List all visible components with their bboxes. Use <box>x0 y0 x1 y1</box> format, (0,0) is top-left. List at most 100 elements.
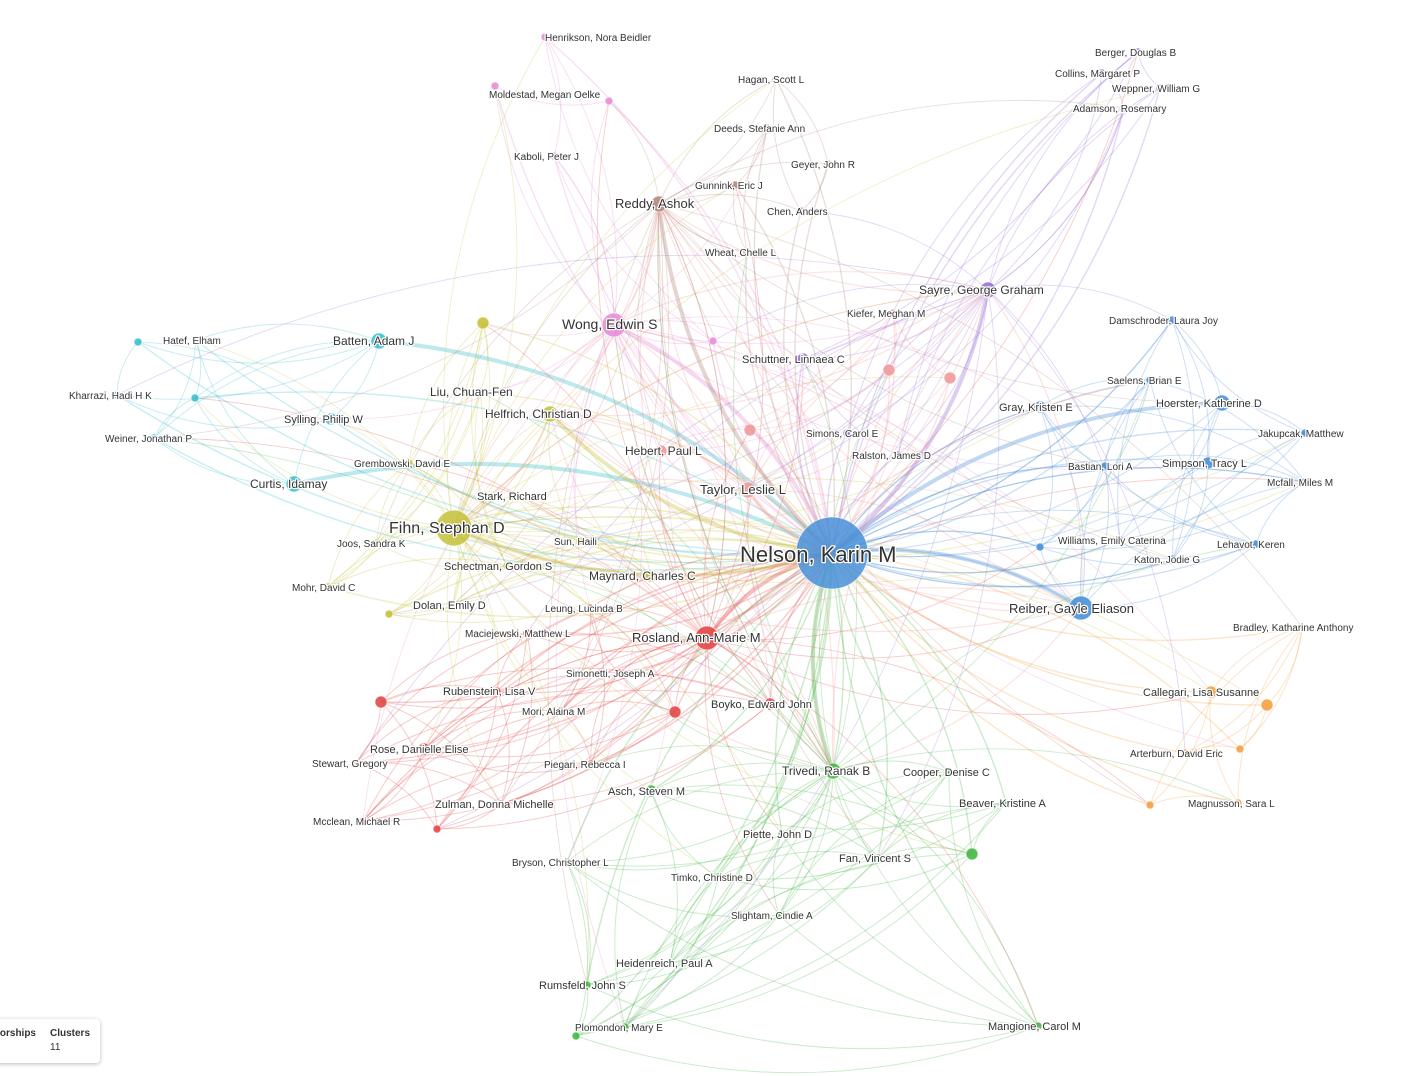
author-node-rose[interactable] <box>417 742 431 756</box>
author-label-heidenreich[interactable]: Heidenreich, Paul A <box>615 957 715 972</box>
author-label-damschroder[interactable]: Damschroder, Laura Joy <box>1108 315 1219 329</box>
author-label-gunnink[interactable]: Gunnink, Eric J <box>694 180 764 194</box>
author-node-orange_u2[interactable] <box>1145 800 1155 810</box>
author-node-timko[interactable] <box>713 872 723 882</box>
author-label-rumsfeld[interactable]: Rumsfeld, John S <box>538 979 627 994</box>
author-label-geyer[interactable]: Geyer, John R <box>790 159 856 173</box>
author-node-schuttner[interactable] <box>796 352 810 366</box>
author-node-trivedi[interactable] <box>824 762 842 780</box>
author-node-salmon_u2[interactable] <box>943 371 957 385</box>
author-node-leung[interactable] <box>585 603 595 613</box>
author-node-stark[interactable] <box>510 491 520 501</box>
author-label-jakupcak[interactable]: Jakupcak, Matthew <box>1257 428 1346 442</box>
author-node-fan[interactable] <box>873 853 883 863</box>
author-label-simons[interactable]: Simons, Carol E <box>805 428 880 442</box>
author-node-cyan_u2[interactable] <box>190 393 200 403</box>
author-label-schectman[interactable]: Schectman, Gordon S <box>443 560 554 575</box>
author-node-damschroder[interactable] <box>1167 315 1177 325</box>
author-label-stark[interactable]: Stark, Richard <box>476 490 548 505</box>
author-label-collins[interactable]: Collins, Margaret P <box>1054 68 1142 82</box>
author-label-hatef[interactable]: Hatef, Elham <box>162 335 222 349</box>
author-label-maynard[interactable]: Maynard, Charles C <box>588 568 698 585</box>
author-label-adamson[interactable]: Adamson, Rosemary <box>1072 103 1168 117</box>
author-node-yellow_u2[interactable] <box>384 609 394 619</box>
author-node-simpson[interactable] <box>1201 456 1215 470</box>
author-label-weppner[interactable]: Weppner, William G <box>1111 83 1202 97</box>
author-label-mcclean[interactable]: Mcclean, Michael R <box>312 816 402 830</box>
author-label-saelens[interactable]: Saelens, Brian E <box>1106 375 1183 389</box>
author-node-nelson[interactable] <box>795 516 869 590</box>
author-label-simpson[interactable]: Simpson, Tracy L <box>1161 457 1248 472</box>
author-node-rubenstein[interactable] <box>492 686 502 696</box>
author-node-hoerster[interactable] <box>1213 394 1231 412</box>
author-node-liu[interactable] <box>475 387 485 397</box>
author-label-henrikson[interactable]: Henrikson, Nora Beidler <box>544 32 653 46</box>
author-label-sun[interactable]: Sun, Haili <box>553 536 598 550</box>
author-node-hatef[interactable] <box>191 335 201 345</box>
author-label-wheat[interactable]: Wheat, Chelle L <box>704 247 778 261</box>
author-label-bradley[interactable]: Bradley, Katharine Anthony <box>1232 622 1355 636</box>
author-node-gunnink[interactable] <box>730 180 740 190</box>
author-node-kharrazi[interactable] <box>112 390 122 400</box>
author-label-bastian[interactable]: Bastian, Lori A <box>1067 461 1134 475</box>
author-node-wong[interactable] <box>601 312 627 338</box>
author-label-piegari[interactable]: Piegari, Rebecca I <box>543 759 627 773</box>
author-node-orange_u1[interactable] <box>1260 698 1274 712</box>
author-node-simonetti[interactable] <box>614 668 624 678</box>
author-node-hagan[interactable] <box>771 74 781 84</box>
author-node-asch[interactable] <box>644 784 658 798</box>
author-node-gray[interactable] <box>1033 400 1047 414</box>
author-node-dolan[interactable] <box>448 600 458 610</box>
author-node-bastian[interactable] <box>1100 461 1110 471</box>
author-label-nelson[interactable]: Nelson, Karin M <box>739 541 898 569</box>
author-node-callegari[interactable] <box>1204 685 1218 699</box>
author-node-bryson[interactable] <box>562 857 572 867</box>
author-node-magnusson[interactable] <box>1233 798 1243 808</box>
author-node-maynard[interactable] <box>644 569 658 583</box>
author-label-lehavot[interactable]: Lehavot, Keren <box>1216 539 1286 553</box>
author-node-slightam[interactable] <box>774 910 784 920</box>
author-label-hagan[interactable]: Hagan, Scott L <box>737 74 806 88</box>
author-label-bryson[interactable]: Bryson, Christopher L <box>511 857 611 871</box>
author-node-saelens[interactable] <box>1145 375 1155 385</box>
author-node-collins[interactable] <box>1097 68 1107 78</box>
author-node-piegari[interactable] <box>586 759 596 769</box>
author-label-kharrazi[interactable]: Kharrazi, Hadi H K <box>68 390 154 404</box>
author-label-mcfall[interactable]: Mcfall, Miles M <box>1266 477 1335 491</box>
author-label-reiber[interactable]: Reiber, Gayle Eliason <box>1008 600 1136 618</box>
author-label-piette[interactable]: Piette, John D <box>742 828 814 843</box>
author-node-sylling[interactable] <box>324 412 338 426</box>
author-node-hebert[interactable] <box>654 444 668 458</box>
author-label-fan[interactable]: Fan, Vincent S <box>838 852 912 867</box>
author-node-adamson[interactable] <box>1119 103 1129 113</box>
author-node-deeds[interactable] <box>762 123 772 133</box>
author-node-fihn[interactable] <box>435 509 473 547</box>
author-label-katon[interactable]: Katon, Jodie G <box>1133 554 1202 568</box>
author-node-blue_u1[interactable] <box>1035 542 1045 552</box>
author-label-rosland[interactable]: Rosland, Ann-Marie M <box>631 629 762 647</box>
author-label-slightam[interactable]: Slightam, Cindie A <box>730 910 815 924</box>
author-node-cyan_u1[interactable] <box>133 337 143 347</box>
author-node-plomondon[interactable] <box>620 1022 630 1032</box>
author-label-liu[interactable]: Liu, Chuan-Fen <box>429 384 514 401</box>
author-label-stewart[interactable]: Stewart, Gregory <box>311 758 389 772</box>
author-label-gray[interactable]: Gray, Kristen E <box>998 401 1074 416</box>
author-label-mangione[interactable]: Mangione, Carol M <box>987 1020 1082 1035</box>
author-node-boyko[interactable] <box>763 697 777 711</box>
author-node-williams[interactable] <box>1115 535 1125 545</box>
author-node-yellow_u1[interactable] <box>476 316 490 330</box>
author-node-red_u3[interactable] <box>432 824 442 834</box>
author-label-trivedi[interactable]: Trivedi, Ranak B <box>781 763 872 780</box>
author-node-ralston[interactable] <box>893 450 903 460</box>
author-node-heidenreich[interactable] <box>665 958 675 968</box>
author-label-chen[interactable]: Chen, Anders <box>766 206 829 220</box>
author-node-kaboli[interactable] <box>549 151 559 161</box>
author-label-plomondon[interactable]: Plomondon, Mary E <box>574 1022 665 1036</box>
author-node-red_u1[interactable] <box>374 695 388 709</box>
author-node-arterburn[interactable] <box>1180 748 1190 758</box>
author-node-red_u2[interactable] <box>668 705 682 719</box>
author-node-joos[interactable] <box>372 538 382 548</box>
author-node-kiefer[interactable] <box>888 308 898 318</box>
author-node-green_u2[interactable] <box>571 1031 581 1041</box>
